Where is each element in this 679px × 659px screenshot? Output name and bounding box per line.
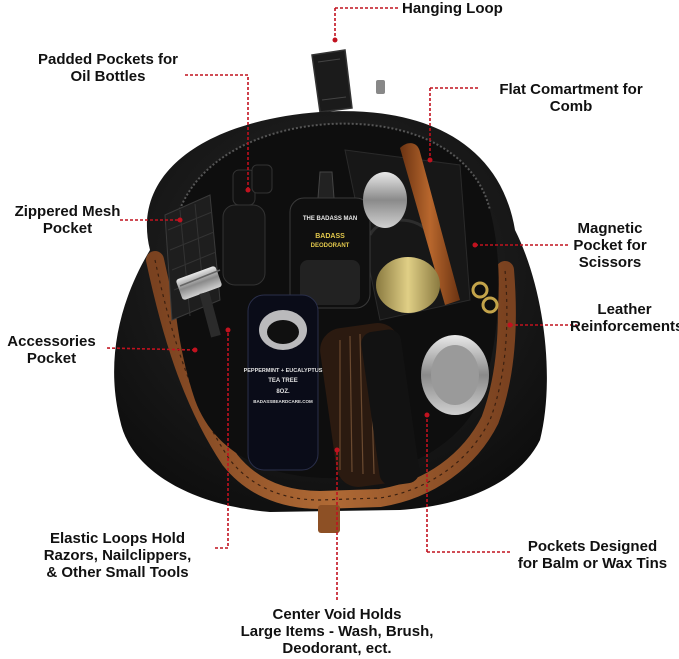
label-line: Padded Pockets for	[37, 51, 179, 68]
label-line: Reinforcements	[570, 318, 679, 335]
safety-razor	[176, 266, 222, 338]
label-pockets-balm: Pockets Designed for Balm or Wax Tins	[506, 538, 679, 572]
label-line: Magnetic	[577, 220, 643, 237]
callout-flat-compartment	[429, 87, 478, 160]
label-center-void: Center Void Holds Large Items - Wash, Br…	[222, 606, 452, 657]
beard-brush	[320, 323, 420, 487]
label-line: Razors, Nailclippers,	[43, 547, 192, 564]
label-magnetic-pocket: Magnetic Pocket for Scissors	[560, 220, 660, 271]
label-leather-reinforcements: Leather Reinforcements	[570, 301, 679, 335]
hanging-loop	[311, 49, 385, 113]
callout-dots	[177, 37, 513, 453]
callout-elastic-loops	[215, 330, 229, 549]
balm-tins	[363, 172, 489, 415]
callout-padded-pockets	[185, 74, 249, 190]
label-line: Scissors	[578, 254, 642, 271]
scissors-icon	[471, 281, 499, 314]
label-line: Comb	[549, 98, 593, 115]
label-line: Leather	[597, 301, 652, 318]
label-line: Elastic Loops Hold	[49, 530, 185, 547]
label-zippered-mesh: Zippered Mesh Pocket	[0, 203, 135, 237]
label-line: Pocket	[42, 220, 93, 237]
label-line: Oil Bottles	[70, 68, 146, 85]
label-elastic-loops: Elastic Loops Hold Razors, Nailclippers,…	[20, 530, 215, 581]
oil-scent-text: PEPPERMINT + EUCALYPTUS	[244, 368, 323, 374]
label-line: Deodorant, ect.	[282, 640, 392, 657]
label-hanging-loop: Hanging Loop	[402, 0, 503, 17]
wash-bottle: PEPPERMINT + EUCALYPTUS TEA TREE 8OZ. BA…	[244, 294, 323, 471]
label-line: Flat Comartment for	[499, 81, 643, 98]
callout-hanging-loop	[334, 7, 398, 40]
zipper-pull-icon	[376, 80, 385, 94]
oil-volume-text: 8OZ.	[276, 389, 290, 395]
label-accessories-pocket: Accessories Pocket	[0, 333, 103, 367]
oil-subscent-text: TEA TREE	[268, 378, 297, 384]
deodorant-bottle: THE BADASS MAN BADASS DEODORANT	[289, 171, 371, 309]
label-line: Pocket for	[573, 237, 647, 254]
oil-bottles	[222, 164, 273, 286]
deodorant-name-text: BADASS	[315, 233, 345, 240]
label-line: Center Void Holds	[272, 606, 402, 623]
label-line: Accessories	[7, 333, 96, 350]
wooden-comb	[400, 143, 460, 305]
callout-lines	[106, 7, 577, 600]
label-flat-compartment: Flat Comartment for Comb	[476, 81, 666, 115]
label-line: Pocket	[26, 350, 77, 367]
label-padded-pockets: Padded Pockets for Oil Bottles	[18, 51, 198, 85]
label-line: Zippered Mesh	[14, 203, 121, 220]
label-line: & Other Small Tools	[46, 564, 189, 581]
deodorant-brand-text: THE BADASS MAN	[303, 216, 357, 222]
label-line: Pockets Designed	[527, 538, 658, 555]
label-line: Hanging Loop	[402, 0, 503, 17]
oil-website-text: BADASSBEARDCARE.COM	[253, 399, 313, 404]
deodorant-type-text: DEODORANT	[311, 243, 350, 249]
label-line: for Balm or Wax Tins	[517, 555, 668, 572]
callout-balm	[426, 415, 512, 553]
label-line: Large Items - Wash, Brush,	[240, 623, 434, 640]
